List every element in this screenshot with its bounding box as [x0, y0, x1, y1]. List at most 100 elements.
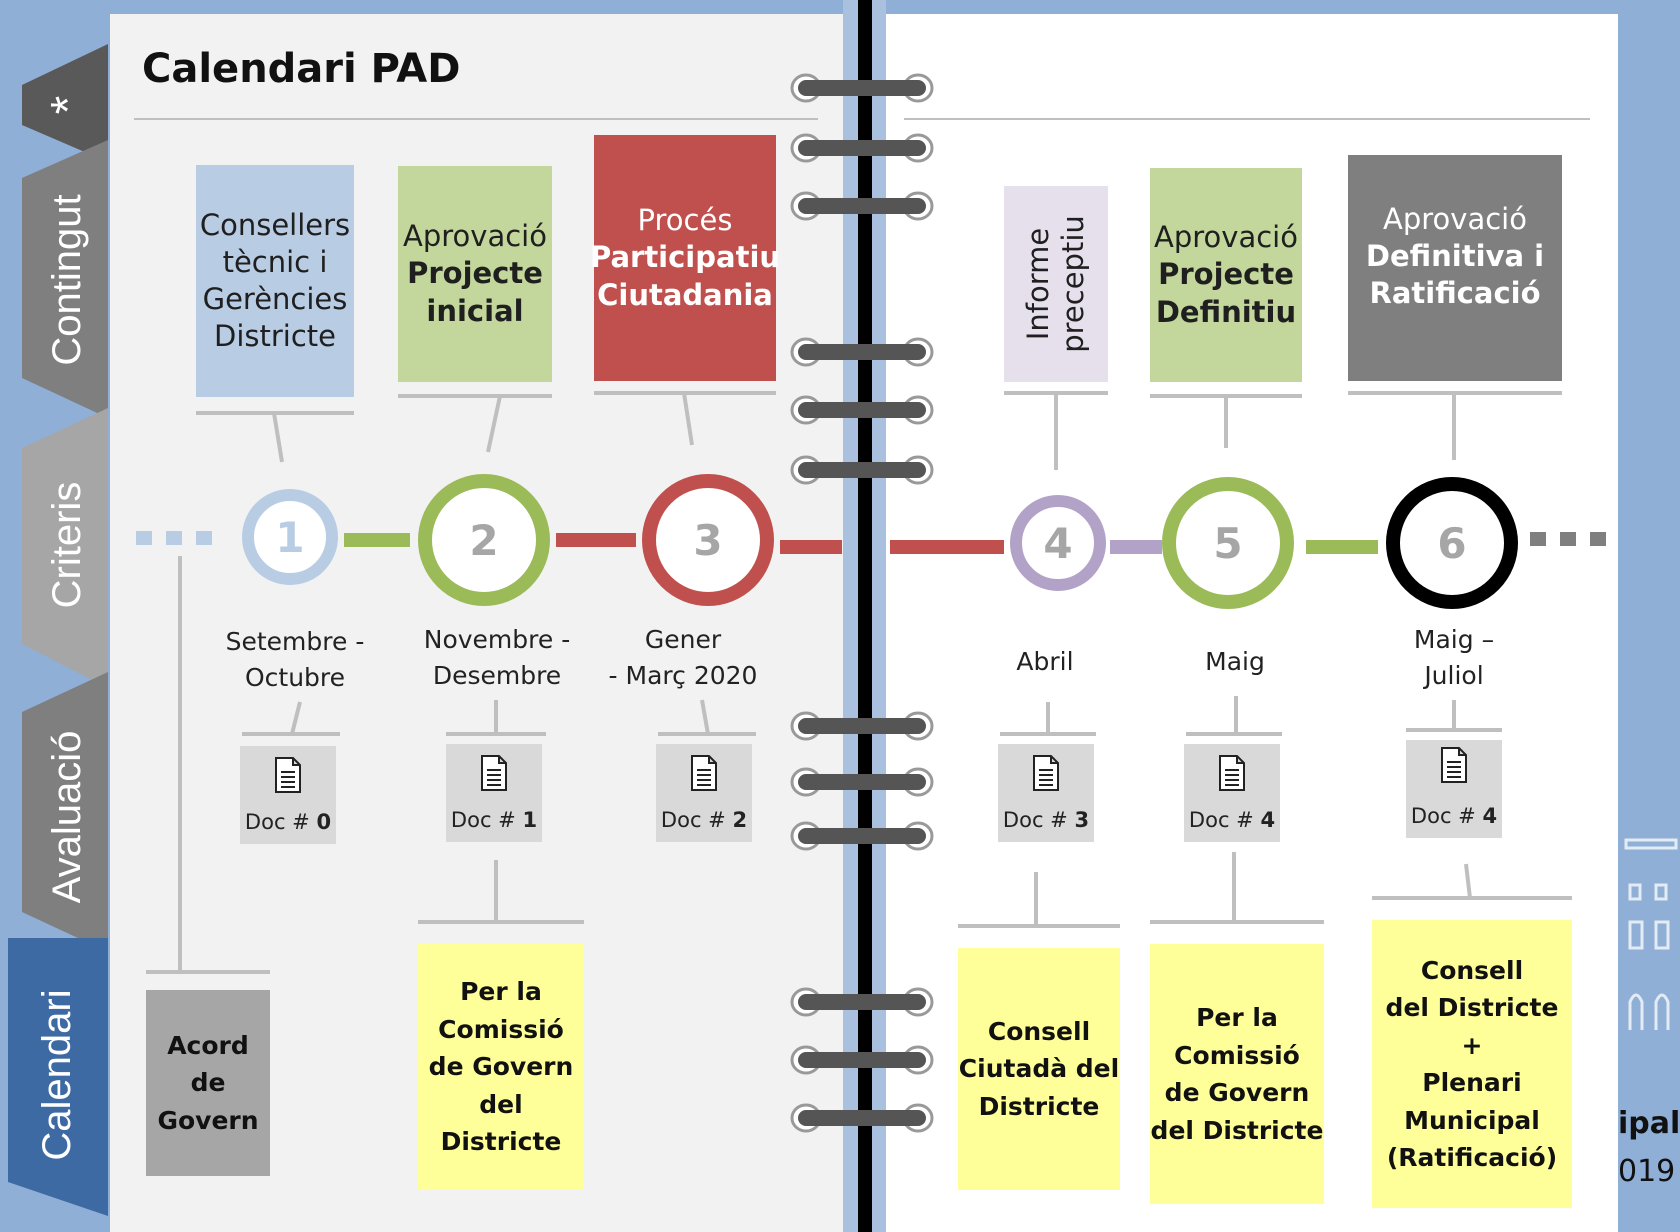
doc-tile-0[interactable]: Doc # 0 — [240, 746, 336, 844]
building-decoration — [1624, 838, 1678, 1030]
tab-star-shape[interactable] — [22, 44, 108, 162]
spiral-ring — [790, 455, 934, 485]
document-icon — [1441, 747, 1467, 783]
date-3: Gener - Març 2020 — [600, 622, 766, 695]
tab-avaluacio-shape[interactable] — [22, 672, 108, 952]
step-number-2: 2 — [469, 515, 499, 565]
spiral-ring — [790, 821, 934, 851]
note-comissio-govern-1: Per la Comissió de Govern del Districte — [418, 944, 584, 1190]
doc-tile-2[interactable]: Doc # 2 — [656, 744, 752, 842]
doc-number-0: 0 — [316, 810, 332, 834]
step-number-3: 3 — [693, 515, 723, 565]
tab-calendari-shape[interactable] — [8, 938, 108, 1216]
note-2-line-2: Comissió — [438, 1014, 564, 1044]
document-icon — [275, 757, 301, 793]
background-text-line1: ipal — [1618, 1106, 1680, 1141]
doc-prefix-5: Doc # — [1410, 804, 1476, 828]
header-4-line-2: preceptiu — [1056, 215, 1090, 353]
spiral-ring — [790, 73, 934, 103]
spiral-ring — [790, 133, 934, 163]
note-4-line-1: Per la — [1196, 1003, 1278, 1032]
header-box-5: Aprovació Projecte Definitiu — [1150, 168, 1302, 382]
date-5-line-1: Maig — [1205, 647, 1265, 676]
doc-tile-5[interactable]: Doc # 4 — [1406, 740, 1502, 838]
doc-tile-1[interactable]: Doc # 1 — [446, 744, 542, 842]
note-5-line-6: (Ratificació) — [1386, 1143, 1558, 1172]
note-5-line-1: Consell — [1420, 955, 1524, 985]
date-1-line-1: Setembre - — [225, 627, 365, 656]
date-6-line-2: Juliol — [1424, 661, 1484, 691]
header-connector-3 — [594, 391, 776, 446]
date-6: Maig – Juliol — [1386, 622, 1522, 695]
background-building-text: ipal 019 — [1618, 1100, 1680, 1196]
doc-prefix-2: Doc # — [660, 808, 726, 832]
page-title: Calendari PAD — [142, 46, 461, 92]
note-1-line-2: de — [190, 1068, 226, 1098]
note-4-line-2: Comissió — [1174, 1040, 1300, 1070]
date-2-line-2: Desembre — [432, 661, 562, 691]
header-4-vertical-text: Informe preceptiu — [1021, 215, 1091, 353]
date-1-line-2: Octubre — [244, 663, 346, 693]
note-connector-1 — [146, 556, 270, 974]
step-circle-1: 1 — [242, 489, 338, 585]
date-4-line-1: Abril — [1016, 647, 1074, 676]
tab-contingut-shape[interactable] — [22, 140, 108, 418]
header-connector-4 — [1004, 391, 1108, 470]
doc-prefix-4: Doc # — [1188, 808, 1254, 832]
note-5-line-3: + — [1461, 1030, 1483, 1060]
header-5-line-1: Aprovació — [1154, 220, 1298, 255]
document-icon — [1219, 755, 1245, 791]
title-rule-right — [904, 118, 1590, 120]
doc-label-4: Doc # 4 — [1184, 808, 1280, 832]
note-3-line-3: Districte — [978, 1091, 1100, 1121]
header-6-line-1: Aprovació — [1383, 202, 1527, 236]
date-1: Setembre - Octubre — [212, 624, 378, 697]
note-4-line-3: de Govern — [1164, 1078, 1310, 1107]
doc-number-4: 4 — [1260, 808, 1276, 832]
document-icon — [691, 755, 717, 791]
doc-tile-3[interactable]: Doc # 3 — [998, 744, 1094, 842]
document-icon — [1033, 755, 1059, 791]
note-2-line-1: Per la — [460, 977, 542, 1007]
date-2-line-1: Novembre - — [423, 625, 571, 654]
note-1-line-3: Govern — [157, 1105, 259, 1135]
header-box-6: Aprovació Definitiva i Ratificació — [1348, 155, 1562, 381]
doc-prefix-0: Doc # — [244, 810, 310, 834]
note-1-line-1: Acord — [167, 1030, 249, 1060]
note-connector-5 — [1372, 863, 1572, 900]
header-5-bold-1: Projecte — [1158, 257, 1294, 292]
doc-label-3: Doc # 3 — [998, 808, 1094, 832]
doc-label-1: Doc # 1 — [446, 808, 542, 832]
spiral-ring — [790, 711, 934, 741]
doc-connector-3 — [658, 699, 756, 736]
spiral-ring — [790, 987, 934, 1017]
date-5: Maig — [1170, 644, 1300, 680]
note-comissio-govern-2: Per la Comissió de Govern del Districte — [1150, 944, 1324, 1204]
header-box-4: Informe preceptiu — [1004, 186, 1108, 382]
header-1-line-2: tècnic i — [222, 244, 328, 279]
side-tabs — [8, 44, 108, 1216]
step-number-1: 1 — [275, 512, 305, 562]
note-3-line-2: Ciutadà del — [958, 1054, 1120, 1084]
doc-connector-4 — [1000, 702, 1096, 736]
date-3-line-1: Gener — [644, 625, 722, 654]
doc-number-2: 2 — [732, 808, 748, 832]
header-6-bold-2: Ratificació — [1369, 276, 1541, 311]
spiral-ring — [790, 337, 934, 367]
date-6-line-1: Maig – — [1413, 625, 1495, 654]
tab-criteris-shape[interactable] — [22, 408, 108, 688]
note-2-line-4: del Districte — [440, 1089, 562, 1157]
header-box-2: Aprovació Projecte inicial — [398, 166, 552, 382]
step-number-5: 5 — [1213, 518, 1243, 568]
header-box-1: Consellers tècnic i Gerències Districte — [196, 165, 354, 397]
doc-label-0: Doc # 0 — [240, 810, 336, 834]
header-1-line-1: Consellers — [199, 207, 351, 242]
spiral-ring — [790, 191, 934, 221]
doc-tile-4[interactable]: Doc # 4 — [1184, 744, 1280, 842]
doc-number-3: 3 — [1074, 808, 1090, 832]
note-acord-govern: Acord de Govern — [146, 990, 270, 1176]
document-icon — [481, 755, 507, 791]
date-2: Novembre - Desembre — [412, 622, 582, 695]
step-number-6: 6 — [1437, 518, 1467, 568]
